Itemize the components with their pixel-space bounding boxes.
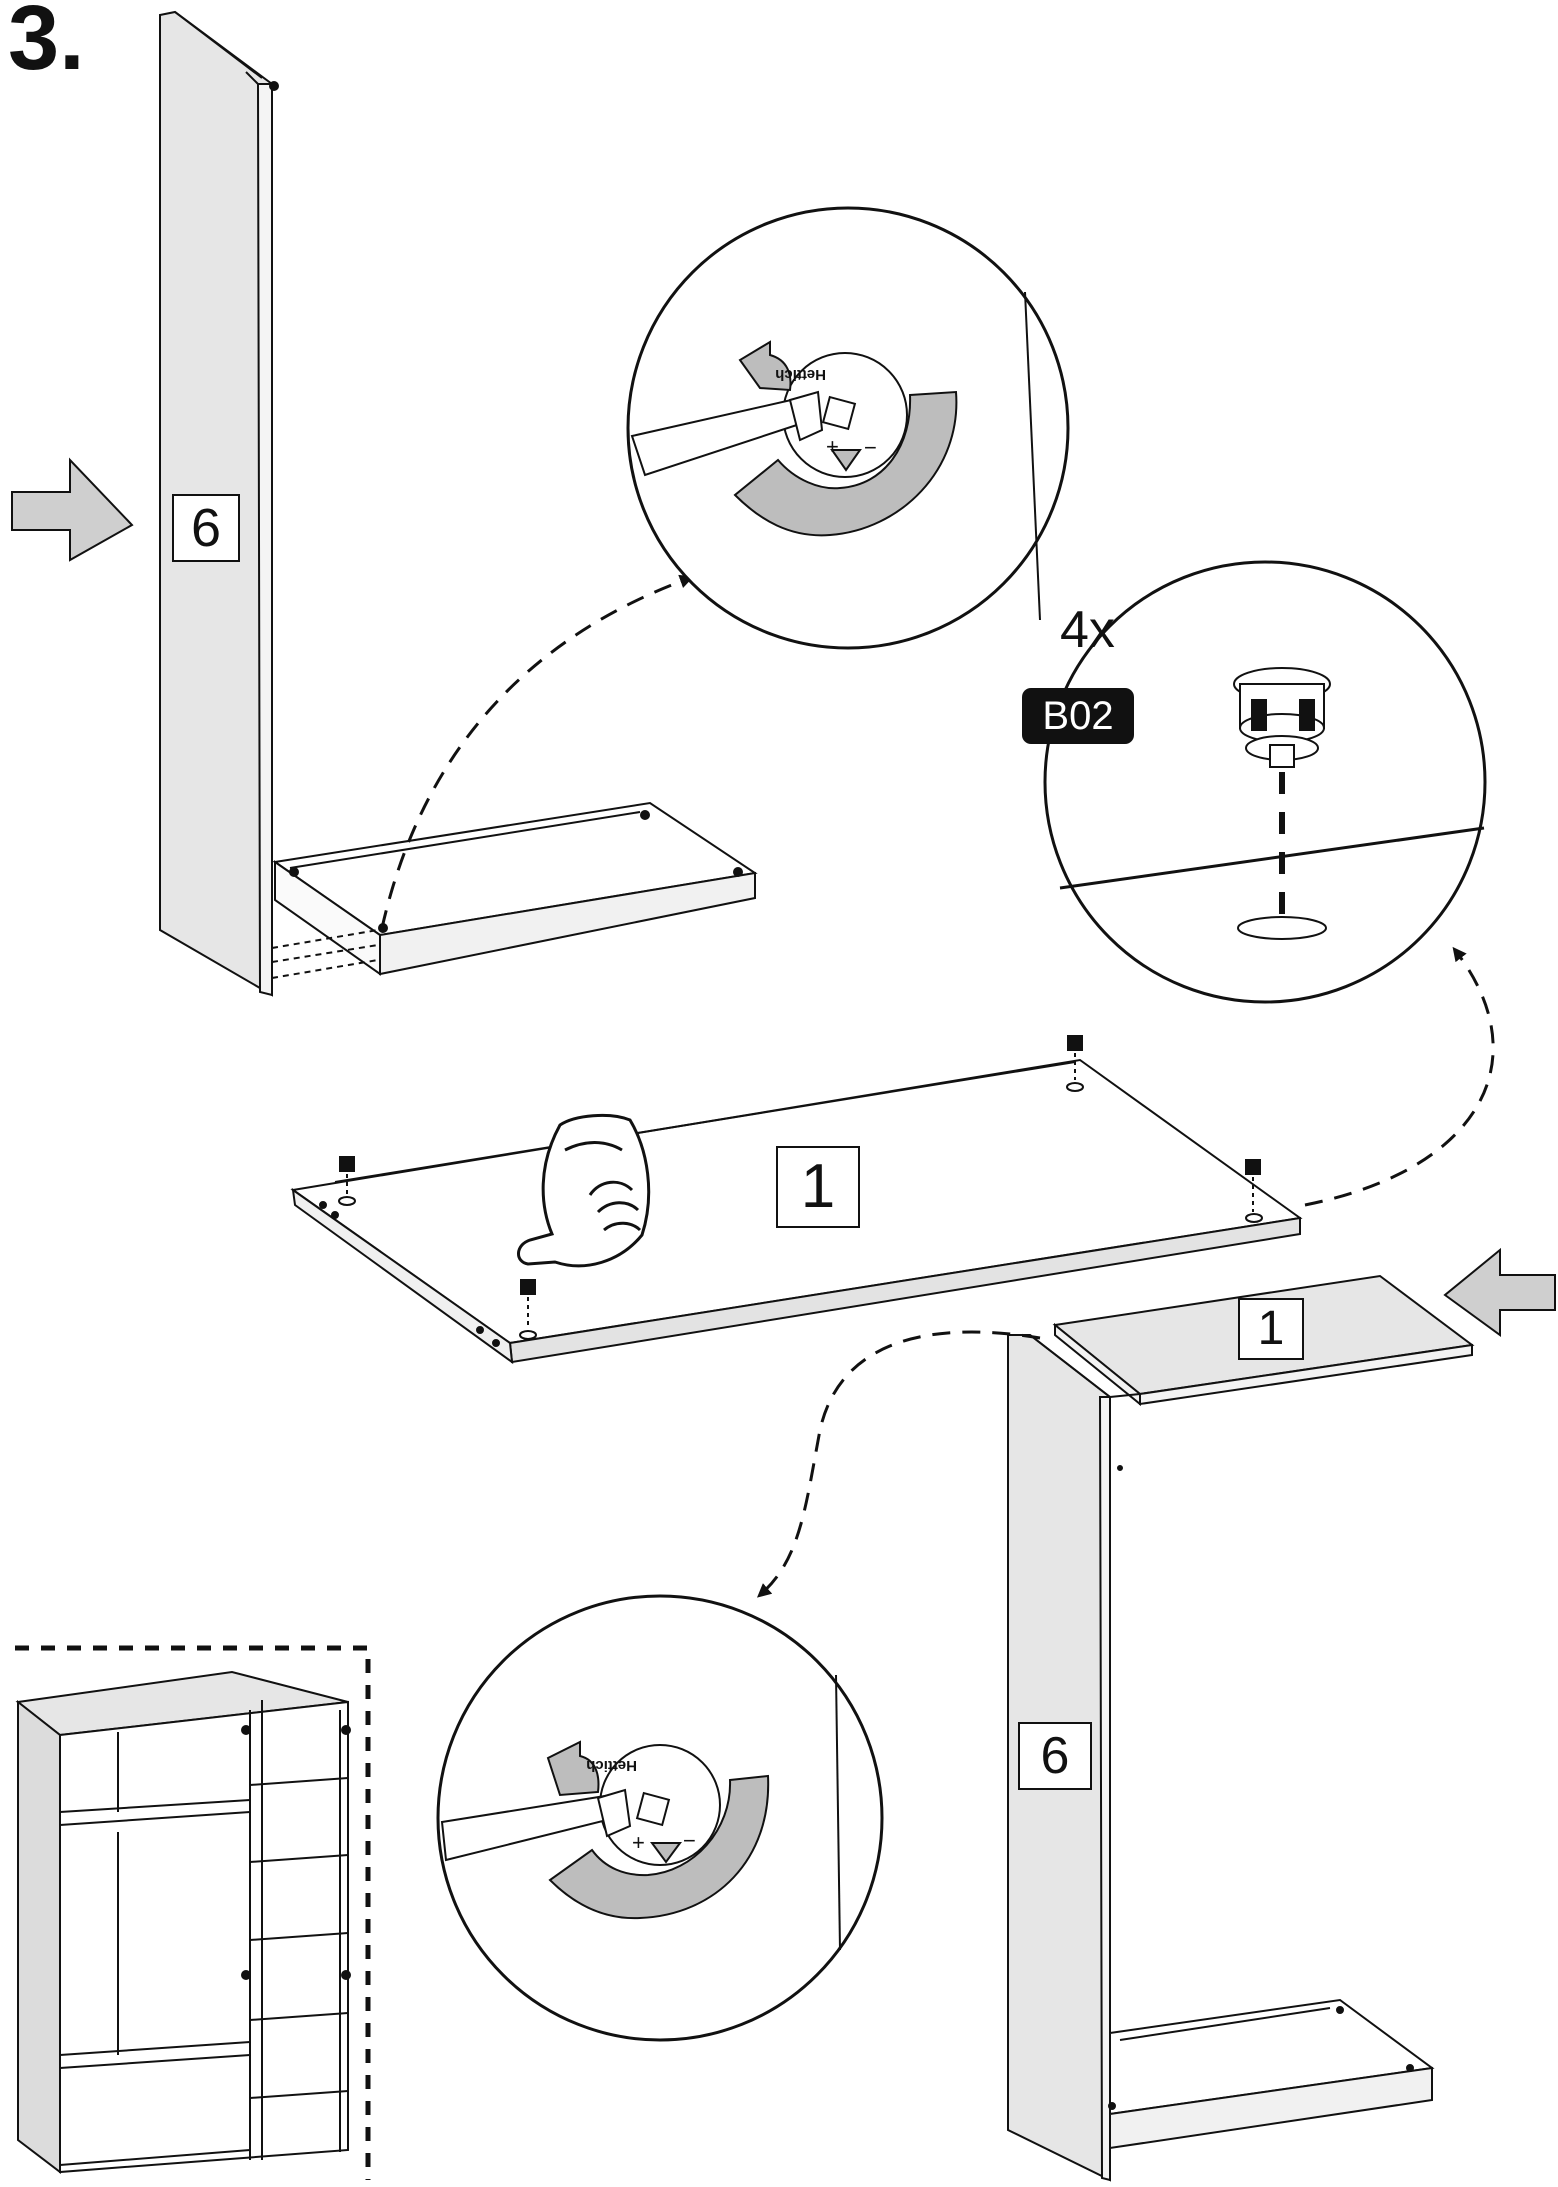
cam-fitting-icon: [1233, 667, 1331, 768]
zoom-bottom-minus: −: [683, 1828, 696, 1853]
zoom-bottom-plus: +: [632, 1830, 645, 1855]
part-label-side-panel-top: 6: [172, 494, 240, 562]
brand-mark-bottom: Hettich: [586, 1757, 637, 1774]
insert-arrow-right: [1443, 1247, 1556, 1337]
part-label-top-panel-center: 1: [776, 1146, 860, 1228]
step-number: 3.: [8, 0, 85, 89]
bottom-panel-top-left: [271, 801, 758, 979]
hardware-code-badge: B02: [1022, 688, 1134, 744]
hardware-quantity: 4x: [1060, 601, 1115, 659]
zoom-top-plus: +: [826, 434, 839, 459]
hand-press-icon: [517, 1114, 651, 1268]
wardrobe-preview: [15, 1645, 371, 2180]
dashed-arrow-to-zoom-right: [1304, 946, 1495, 1207]
insert-arrow-left: [11, 457, 134, 562]
part-label-side-panel-bottom: 6: [1018, 1722, 1092, 1790]
dashed-arrow-to-zoom-bottom: [756, 1330, 1041, 1598]
zoom-circle-top: + − Hettich: [626, 206, 1070, 650]
zoom-circle-right: [1043, 560, 1487, 1004]
dashed-arrow-to-zoom-top: [380, 574, 694, 929]
brand-mark-top: Hettich: [775, 366, 826, 383]
cam-fittings-on-panel: [339, 1035, 1261, 1328]
zoom-top-minus: −: [864, 435, 877, 460]
part-label-top-panel-right: 1: [1238, 1298, 1304, 1360]
zoom-circle-bottom: + − Hettich: [436, 1594, 884, 2042]
base-panel-bottom-right: [1108, 1998, 1435, 2150]
